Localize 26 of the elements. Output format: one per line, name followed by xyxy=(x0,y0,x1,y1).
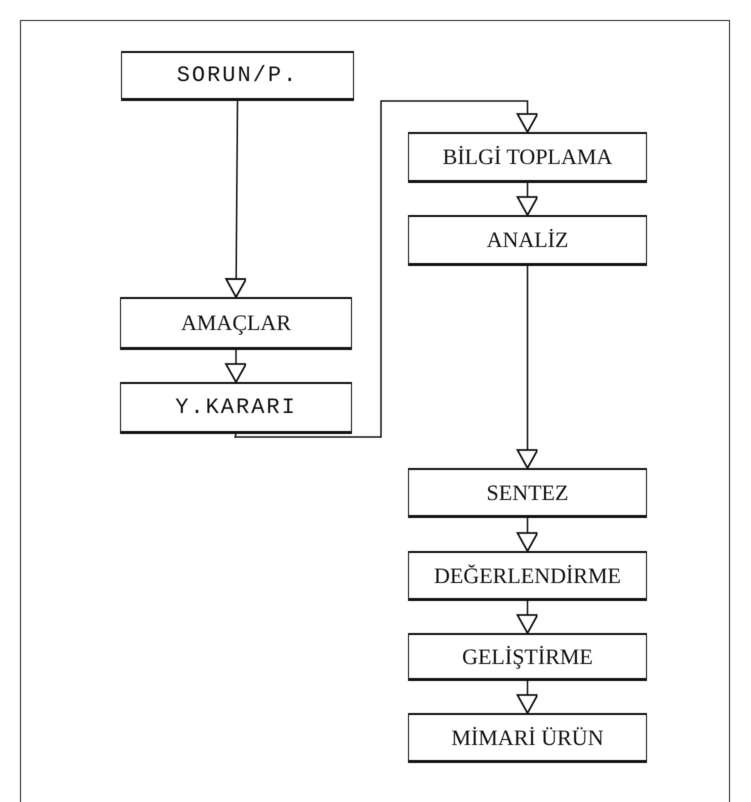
box-label: DEĞERLENDİRME xyxy=(434,562,621,588)
arrow xyxy=(516,266,538,469)
arrow xyxy=(225,101,248,298)
process-box xyxy=(408,633,647,681)
arrow xyxy=(516,601,538,634)
box-label: AMAÇLAR xyxy=(180,310,291,336)
box-label: GELİŞTİRME xyxy=(462,644,593,670)
process-box xyxy=(121,51,354,101)
process-box xyxy=(408,132,647,183)
process-box xyxy=(120,297,352,350)
arrow xyxy=(234,100,538,438)
box-label: MİMARİ ÜRÜN xyxy=(451,724,604,750)
process-box xyxy=(408,713,647,763)
arrow xyxy=(516,518,538,552)
arrow xyxy=(225,350,247,383)
box-label: SORUN/P. xyxy=(176,63,298,88)
process-box xyxy=(408,468,647,518)
box-label: Y.KARARI xyxy=(175,395,297,420)
arrow xyxy=(516,183,538,216)
process-box xyxy=(120,382,352,434)
arrow xyxy=(516,681,538,714)
box-label: ANALİZ xyxy=(486,227,568,253)
box-label: SENTEZ xyxy=(486,480,568,506)
process-box xyxy=(408,215,647,266)
process-box xyxy=(408,551,647,601)
box-label: BİLGİ TOPLAMA xyxy=(442,144,612,170)
